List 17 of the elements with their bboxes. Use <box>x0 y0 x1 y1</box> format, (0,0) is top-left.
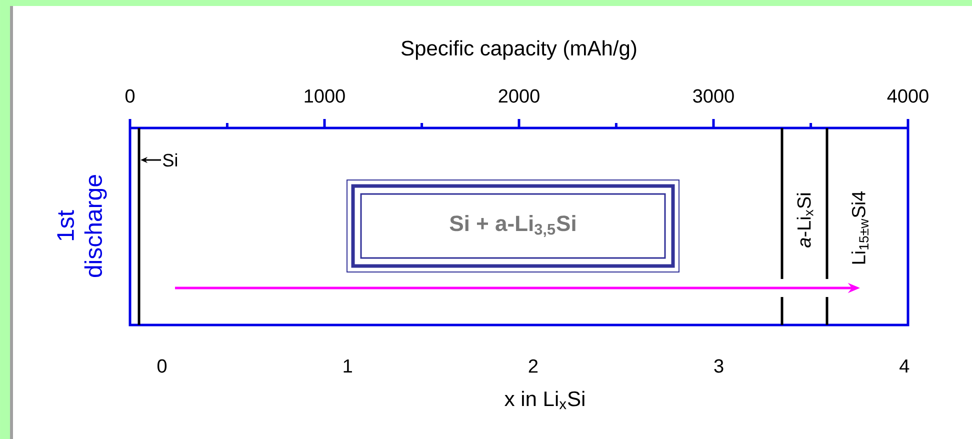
phase-label: Li$_{15±w}$Si4 <box>851 191 869 264</box>
phase-box: Si + a-Li$_{3,5}$Si <box>346 180 680 272</box>
phase-label: Si <box>163 153 177 167</box>
tick-label: 4 <box>900 359 910 373</box>
tick-label: 1 <box>344 359 352 373</box>
tick-label: 4000 <box>887 89 928 103</box>
axis-title: 1st discharge <box>57 175 107 278</box>
axis-title: x in Li$_{x}$Si <box>504 390 584 410</box>
tick-label: 2 <box>528 359 538 373</box>
axis-title: Specific capacity (mAh/g) <box>402 40 636 60</box>
phase-label: a-Li$_{x}$Si <box>796 193 814 248</box>
tick-label: 2000 <box>498 89 540 103</box>
tick-label: 0 <box>125 89 135 103</box>
tick-label: 3 <box>714 359 724 373</box>
tick-label: 1000 <box>304 89 345 103</box>
tick-label: 0 <box>157 359 167 373</box>
tick-label: 3000 <box>693 89 734 103</box>
